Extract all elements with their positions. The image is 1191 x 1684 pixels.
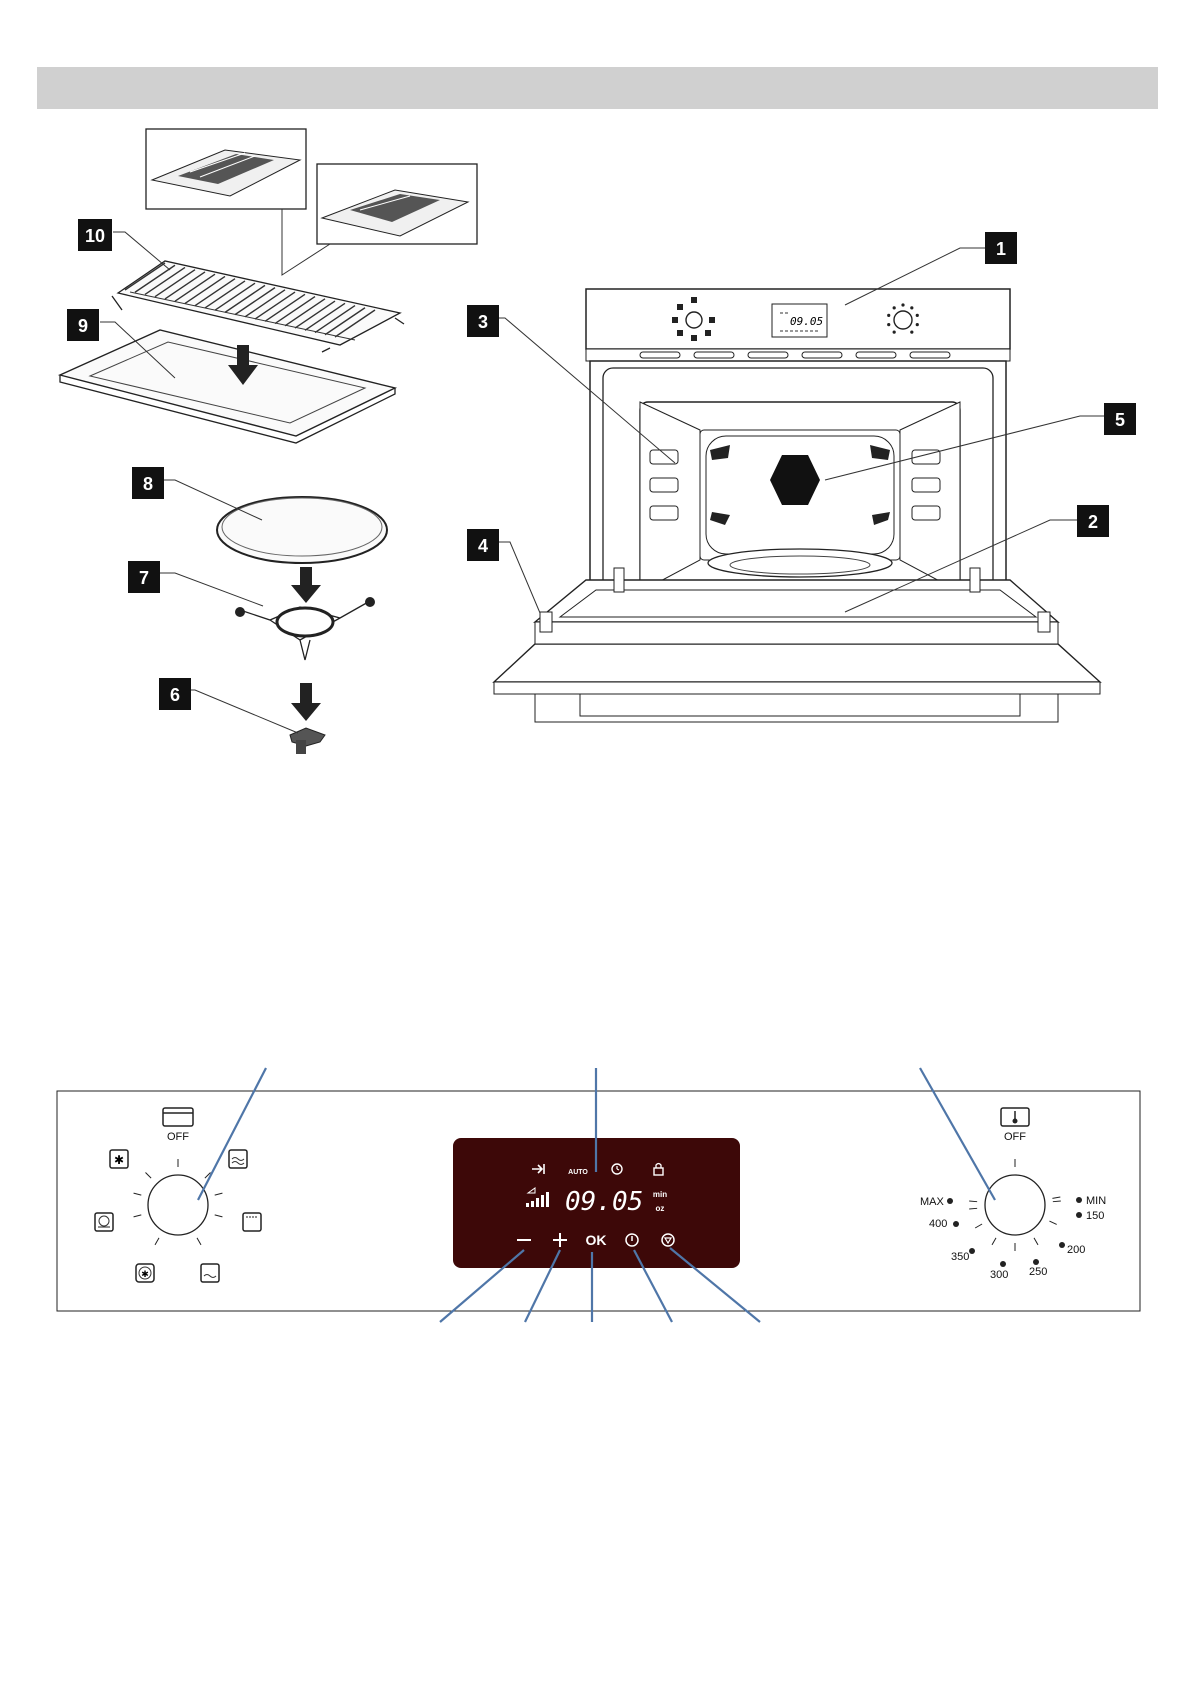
- svg-text:1: 1: [996, 239, 1006, 259]
- grill-tray-detail-2: [317, 164, 477, 244]
- unit-min-label: min: [653, 1190, 667, 1199]
- fan-grill-icon: ✱: [110, 1150, 128, 1168]
- svg-text:9: 9: [78, 316, 88, 336]
- display-time: 09.05: [565, 1187, 643, 1217]
- down-arrow-2: [291, 567, 321, 603]
- temp-label-max: MAX: [920, 1196, 945, 1208]
- svg-text:3: 3: [478, 312, 488, 332]
- roller-ring: [235, 597, 375, 660]
- svg-text:✱: ✱: [141, 1270, 149, 1280]
- temp-label-150: 150: [1086, 1210, 1104, 1222]
- svg-text:5: 5: [1115, 410, 1125, 430]
- callout-4: 4: [467, 529, 499, 561]
- plus-button[interactable]: [548, 1230, 572, 1250]
- callout-6: 6: [159, 678, 191, 710]
- callout-8: 8: [132, 467, 164, 499]
- temp-label-300: 300: [990, 1269, 1008, 1281]
- detail-leader: [282, 209, 330, 275]
- svg-text:10: 10: [85, 226, 105, 246]
- temp-label-250: 250: [1029, 1266, 1047, 1278]
- grill-tray-detail-1: [146, 129, 306, 209]
- minus-button[interactable]: [512, 1230, 536, 1250]
- down-arrow-3: [291, 683, 321, 721]
- svg-text:7: 7: [139, 568, 149, 588]
- auto-label: AUTO: [568, 1169, 588, 1176]
- temp-label-400: 400: [929, 1218, 947, 1230]
- fan-bottom-heat-icon: [95, 1213, 113, 1231]
- temp-label-min: MIN: [1086, 1195, 1106, 1207]
- svg-text:✱: ✱: [114, 1153, 124, 1167]
- oven-body: 09.05: [494, 289, 1100, 722]
- front-display-time: 09.05: [790, 315, 823, 328]
- convection-fan-icon: ✱: [136, 1264, 154, 1282]
- bottom-heat-icon: [201, 1264, 219, 1282]
- svg-text:8: 8: [143, 474, 153, 494]
- callout-10: 10: [78, 219, 112, 251]
- glass-tray: [60, 330, 395, 443]
- svg-text:2: 2: [1088, 512, 1098, 532]
- left-knob-off-label: OFF: [167, 1131, 189, 1143]
- svg-text:4: 4: [478, 536, 488, 556]
- unit-oz-label: oz: [656, 1204, 665, 1213]
- callout-3: 3: [467, 305, 499, 337]
- callout-5: 5: [1104, 403, 1136, 435]
- callout-7: 7: [128, 561, 160, 593]
- callout-9: 9: [67, 309, 99, 341]
- oven-off-icon: [163, 1108, 193, 1126]
- ok-button[interactable]: OK: [586, 1232, 607, 1248]
- callout-2: 2: [1077, 505, 1109, 537]
- callout-1: 1: [985, 232, 1017, 264]
- grill-icon: [229, 1150, 247, 1168]
- conventional-heat-icon: [243, 1213, 261, 1231]
- temp-label-350: 350: [951, 1251, 969, 1263]
- temp-label-200: 200: [1067, 1244, 1085, 1256]
- turntable-plate: [217, 497, 387, 563]
- right-knob-off-label: OFF: [1004, 1131, 1026, 1143]
- thermometer-icon: [1001, 1108, 1029, 1126]
- svg-text:6: 6: [170, 685, 180, 705]
